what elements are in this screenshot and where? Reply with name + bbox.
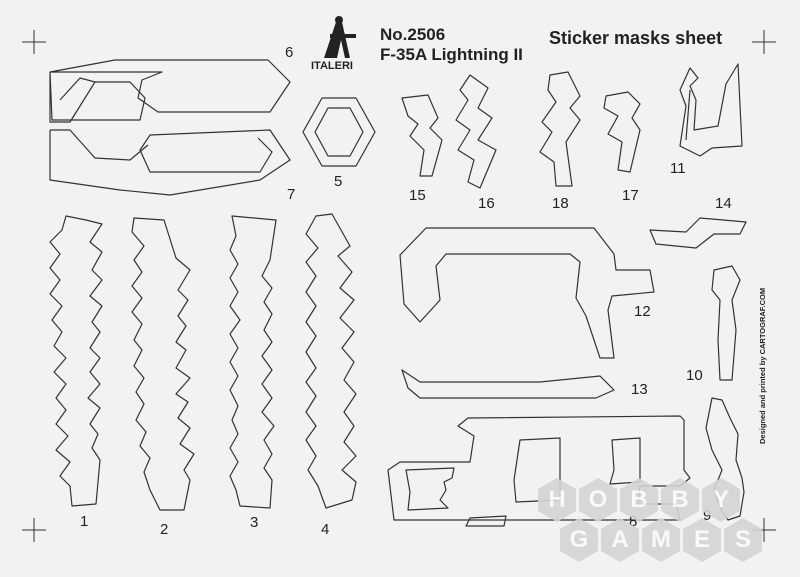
label-mask-13: 13 <box>631 381 648 398</box>
mask-15 <box>401 94 443 177</box>
label-mask-12: 12 <box>634 303 651 320</box>
kit-name: F-35A Lightning II <box>380 45 523 64</box>
mask-7 <box>49 129 291 196</box>
label-mask-17: 17 <box>622 187 639 204</box>
mask-3 <box>229 215 277 509</box>
watermark-hex: G <box>560 518 598 562</box>
mask-12 <box>399 227 655 359</box>
mask-6 <box>49 59 291 123</box>
label-mask-3: 3 <box>250 514 259 531</box>
label-mask-4: 4 <box>321 521 330 538</box>
registration-marks <box>22 30 776 542</box>
mask-4 <box>305 213 357 509</box>
kit-number: No.2506 <box>380 25 446 44</box>
label-mask-11: 11 <box>670 160 686 177</box>
watermark-row-hobby: H O B B Y <box>538 478 743 522</box>
side-credit: Designed and printed by CARTOGRAF.COM <box>758 288 767 444</box>
mask-9 <box>705 397 745 521</box>
label-mask-9: 9 <box>703 507 712 524</box>
brand-name: ITALERI <box>311 60 353 72</box>
label-mask-14: 14 <box>715 195 732 212</box>
watermark-row-games: G A M E S <box>560 518 765 562</box>
watermark-hex: B <box>661 478 699 522</box>
label-mask-8: 8 <box>629 513 638 530</box>
side-credit-text: Designed and printed by CARTOGRAF.COM <box>758 287 767 444</box>
mask-1 <box>49 215 103 507</box>
label-mask-15: 15 <box>409 187 426 204</box>
label-mask-1: 1 <box>80 513 89 530</box>
label-mask-18: 18 <box>552 195 569 212</box>
label-mask-2: 2 <box>160 521 169 538</box>
mask-5 <box>302 97 376 167</box>
label-mask-5: 5 <box>334 173 343 190</box>
watermark-hex: H <box>538 478 576 522</box>
label-mask-10: 10 <box>686 367 703 384</box>
mask-17 <box>603 91 641 173</box>
label-mask-6: 6 <box>285 44 294 61</box>
watermark-hex: E <box>683 518 721 562</box>
italeri-logo-icon <box>324 16 356 58</box>
mask-2 <box>131 217 195 511</box>
mask-10 <box>711 265 741 381</box>
label-mask-7: 7 <box>287 186 296 203</box>
watermark-hex: A <box>601 518 639 562</box>
mask-14 <box>649 217 747 249</box>
mask-11 <box>679 63 743 157</box>
sheet-title: Sticker masks sheet <box>549 28 723 48</box>
watermark-hex: O <box>579 478 617 522</box>
mask-13 <box>401 369 615 399</box>
mask-18 <box>539 71 581 187</box>
watermark-hex: M <box>642 518 680 562</box>
mask-16 <box>455 74 497 189</box>
watermark-hex: S <box>724 518 762 562</box>
watermark-hex: B <box>620 478 658 522</box>
watermark-hex: Y <box>702 478 740 522</box>
label-mask-16: 16 <box>478 195 495 212</box>
